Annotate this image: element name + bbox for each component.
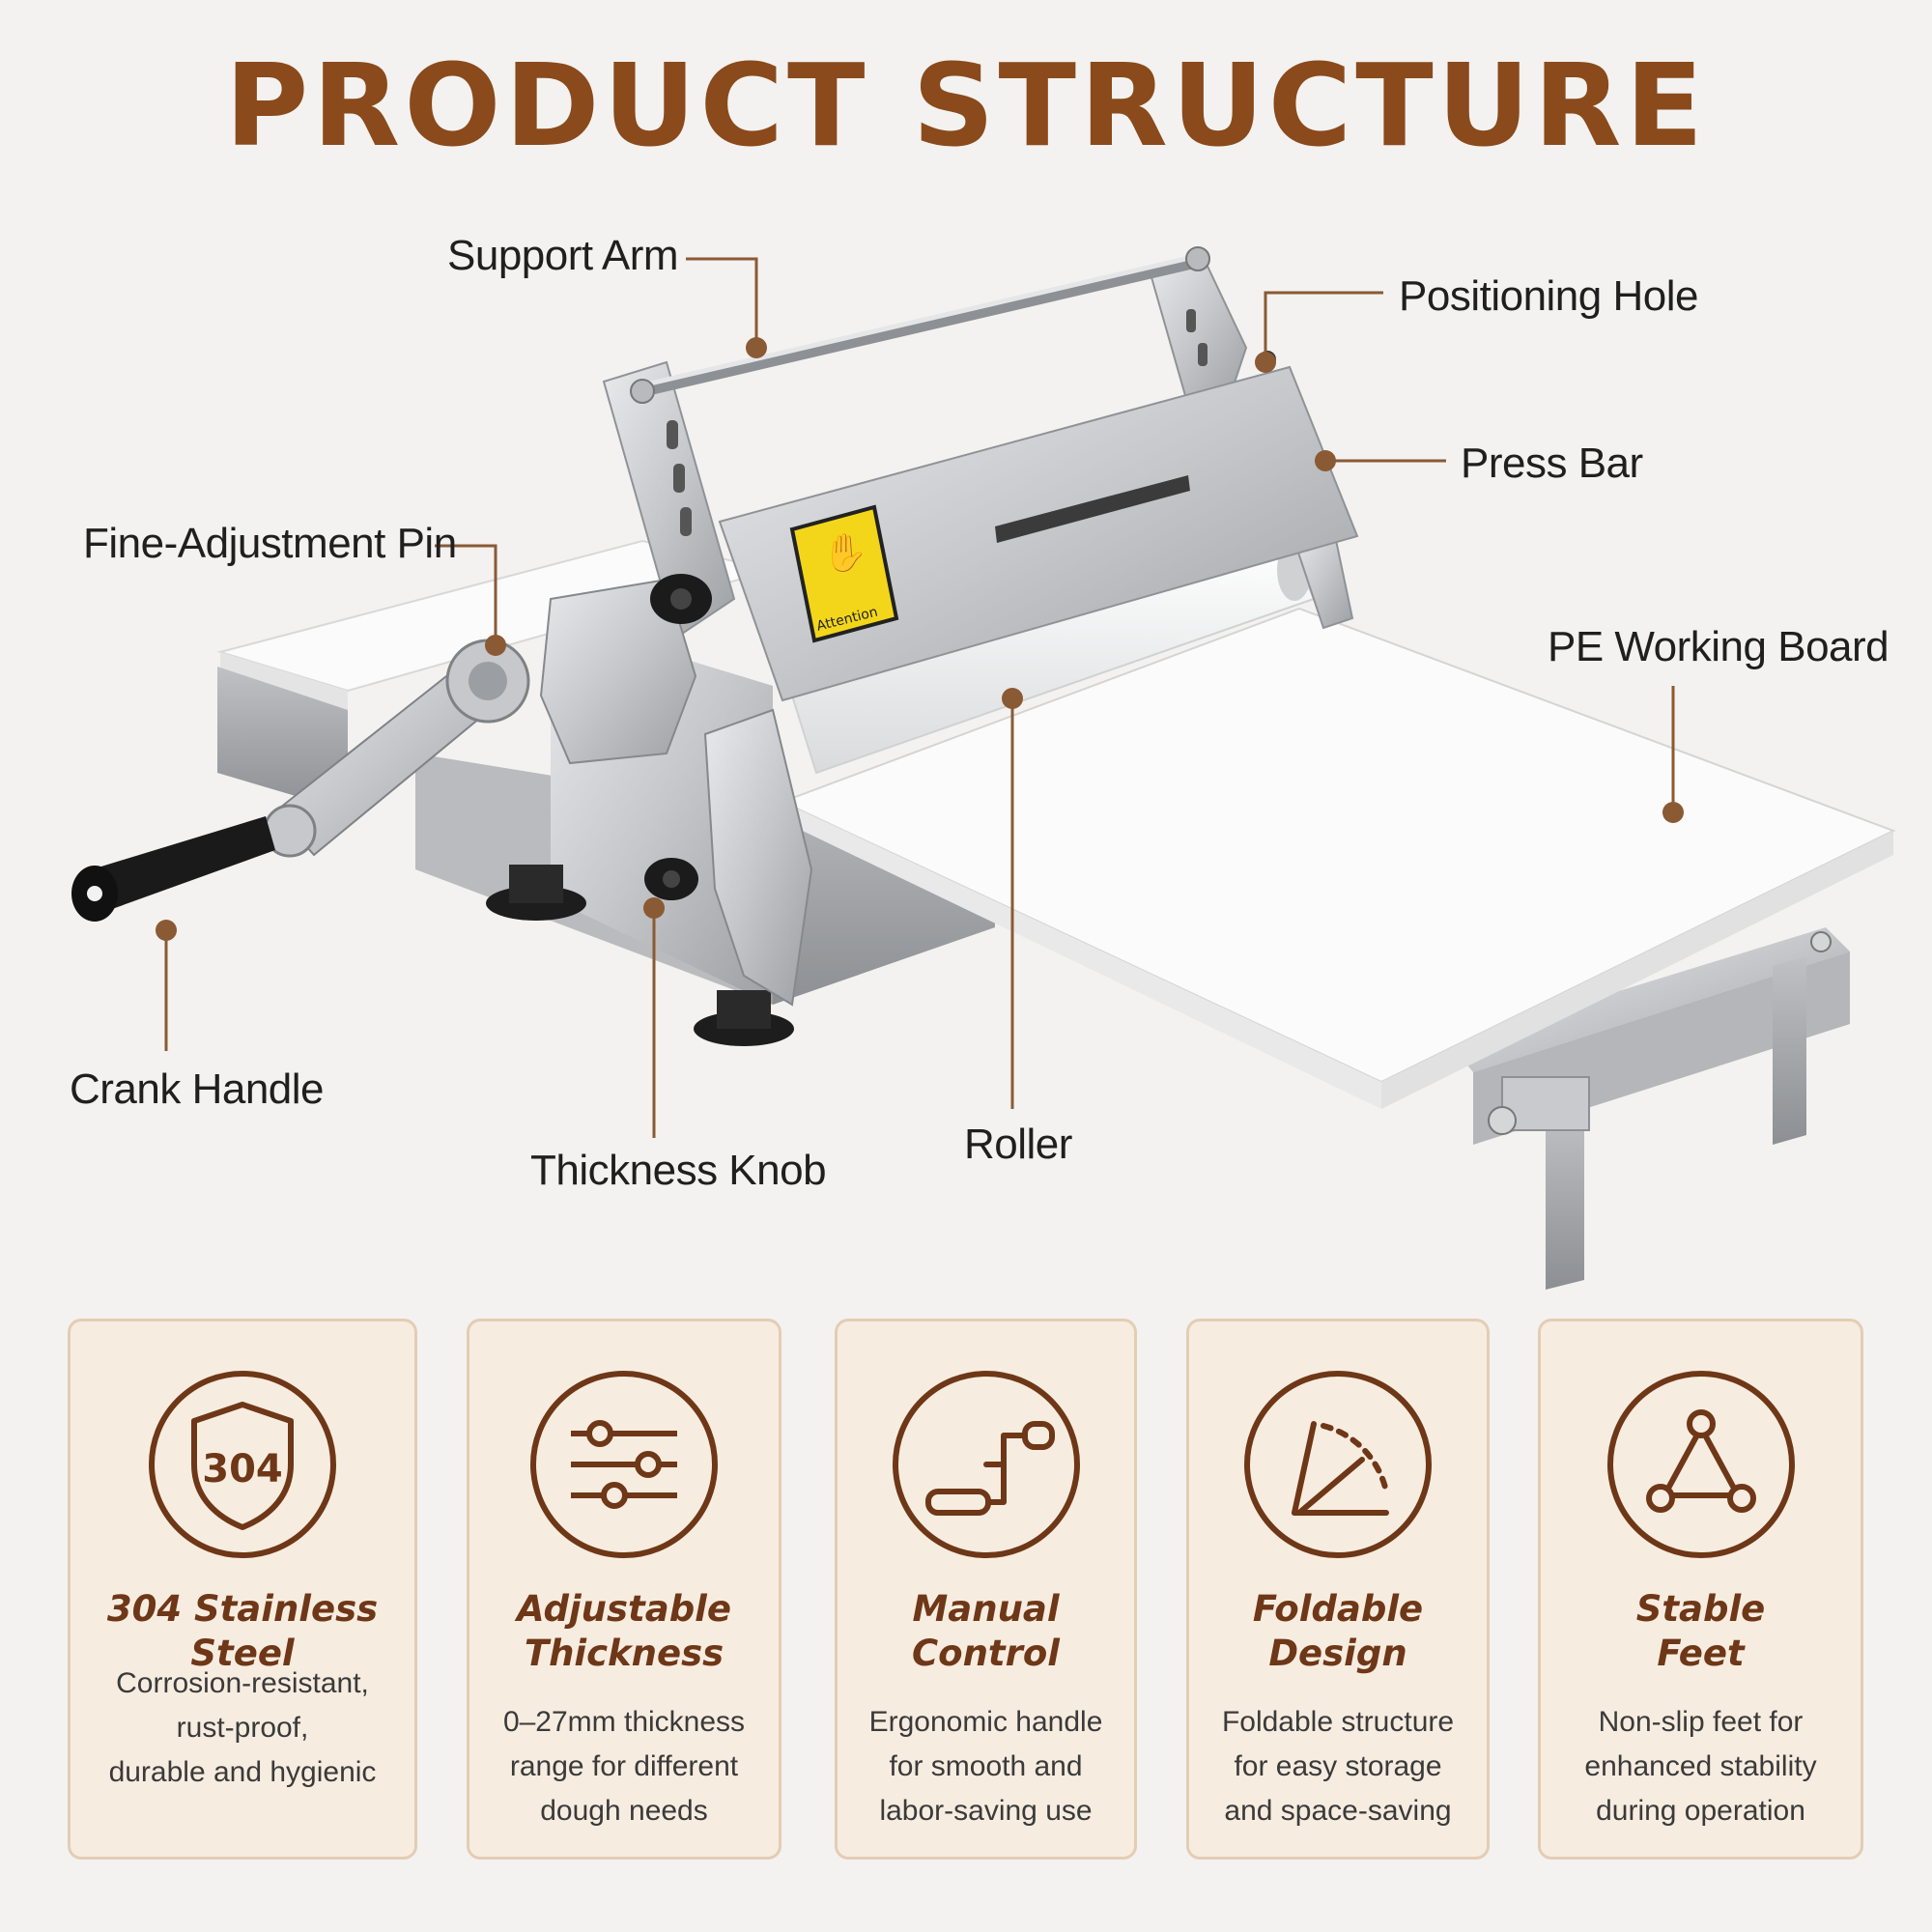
feature-card-stainless-steel: 304 304 Stainless Steel Corrosion-resist… — [68, 1319, 417, 1860]
callout-press-bar: Press Bar — [1461, 440, 1643, 487]
feature-description: Non-slip feet for enhanced stability dur… — [1550, 1700, 1851, 1833]
feature-card-foldable-design: Foldable Design Foldable structure for e… — [1186, 1319, 1490, 1860]
feature-desc-line: during operation — [1596, 1795, 1805, 1827]
attention-warning-label: ✋ Attention — [789, 504, 899, 643]
right-stand — [1449, 927, 1850, 1290]
feature-title-line: Design — [1268, 1633, 1407, 1674]
feature-title-line: Stable — [1635, 1588, 1766, 1630]
callout-support-arm: Support Arm — [447, 232, 679, 279]
feature-card-adjustable-thickness: Adjustable Thickness 0–27mm thickness ra… — [467, 1319, 781, 1860]
feature-desc-line: Ergonomic handle — [868, 1706, 1103, 1738]
pe-working-board — [780, 607, 1896, 1109]
svg-text:✋: ✋ — [822, 531, 867, 574]
feature-desc-line: Foldable structure — [1221, 1706, 1455, 1738]
crank-handle-icon — [890, 1368, 1083, 1561]
feature-desc-line: and space-saving — [1224, 1795, 1452, 1827]
callout-thickness-knob: Thickness Knob — [530, 1147, 827, 1194]
feature-title: 304 Stainless Steel — [80, 1587, 405, 1676]
crank-handle — [71, 639, 530, 922]
callout-leaders — [164, 257, 1675, 1138]
callout-crank-handle: Crank Handle — [70, 1065, 325, 1113]
feature-title-line: Adjustable — [517, 1588, 731, 1630]
triangle-nodes-icon — [1605, 1368, 1798, 1561]
knobs — [644, 574, 712, 900]
sliders-icon — [527, 1368, 721, 1561]
feature-title-line: Foldable — [1252, 1588, 1424, 1630]
feature-title: Manual Control — [847, 1587, 1124, 1676]
callout-fine-adjustment-pin: Fine-Adjustment Pin — [83, 520, 457, 567]
stable-feet — [486, 865, 794, 1046]
feature-desc-line: for smooth and — [889, 1750, 1083, 1782]
feature-desc-line: Corrosion-resistant, — [116, 1667, 369, 1699]
feature-title-line: Control — [912, 1633, 1060, 1674]
badge-304-text: 304 — [202, 1447, 283, 1492]
shield-304-icon: 304 — [146, 1368, 339, 1561]
feature-desc-line: labor-saving use — [879, 1795, 1093, 1827]
feature-title-line: Manual — [912, 1588, 1060, 1630]
feature-card-stable-feet: Stable Feet Non-slip feet for enhanced s… — [1538, 1319, 1863, 1860]
feature-desc-line: dough needs — [540, 1795, 708, 1827]
feature-title-line: 304 Stainless Steel — [106, 1588, 379, 1674]
feature-description: Ergonomic handle for smooth and labor-sa… — [847, 1700, 1124, 1833]
page-title: PRODUCT STRUCTURE — [224, 39, 1708, 172]
feature-title-line: Feet — [1657, 1633, 1745, 1674]
feature-desc-line: durable and hygienic — [108, 1756, 377, 1788]
feature-desc-line: range for different — [509, 1750, 739, 1782]
callout-pe-working-board: PE Working Board — [1548, 623, 1889, 670]
feature-title: Stable Feet — [1550, 1587, 1851, 1676]
feature-desc-line: rust-proof, — [176, 1712, 309, 1744]
feature-description: Corrosion-resistant, rust-proof, durable… — [80, 1662, 405, 1795]
feature-desc-line: Non-slip feet for — [1598, 1706, 1804, 1738]
callout-anchor-dots — [156, 337, 1684, 941]
feature-description: 0–27mm thickness range for different dou… — [479, 1700, 769, 1833]
gear-housing — [539, 578, 813, 1007]
feature-desc-line: enhanced stability — [1584, 1750, 1817, 1782]
feature-desc-line: for easy storage — [1234, 1750, 1442, 1782]
side-frames — [602, 246, 1354, 639]
feature-title: Adjustable Thickness — [479, 1587, 769, 1676]
fold-angle-icon — [1241, 1368, 1435, 1561]
feature-description: Foldable structure for easy storage and … — [1199, 1700, 1477, 1833]
feature-desc-line: 0–27mm thickness — [502, 1706, 746, 1738]
callout-positioning-hole: Positioning Hole — [1399, 272, 1698, 320]
feature-title: Foldable Design — [1199, 1587, 1477, 1676]
feature-title-line: Thickness — [524, 1633, 724, 1674]
callout-roller: Roller — [964, 1121, 1072, 1168]
feature-card-manual-control: Manual Control Ergonomic handle for smoo… — [835, 1319, 1137, 1860]
